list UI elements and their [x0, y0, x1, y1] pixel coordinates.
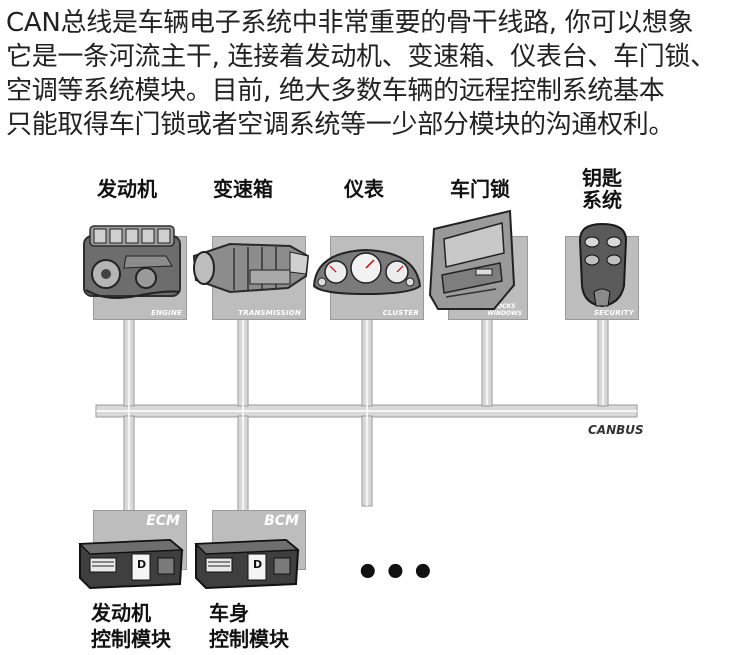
bcm-label: 车身 控制模块: [209, 600, 289, 652]
engine-icon: [76, 216, 194, 308]
key-system-label: 钥匙 系统: [582, 167, 622, 211]
canbus-label: CANBUS: [588, 423, 644, 437]
door-icon: [424, 205, 520, 313]
bcm-tag: D: [253, 558, 262, 571]
engine-label: 发动机: [97, 178, 157, 200]
ecu-icon: D: [76, 530, 186, 592]
ecm-tag: D: [137, 558, 146, 571]
ecu-icon: D: [192, 530, 302, 592]
transmission-label: 变速箱: [213, 178, 273, 200]
cluster-label: 仪表: [344, 178, 384, 200]
cluster-icon: [310, 242, 424, 298]
ellipsis: •••: [355, 553, 438, 593]
door-lock-label: 车门锁: [450, 178, 510, 200]
ecm-label: 发动机 控制模块: [91, 600, 171, 652]
transmission-icon: [190, 226, 312, 306]
keyfob-icon: [572, 220, 634, 312]
